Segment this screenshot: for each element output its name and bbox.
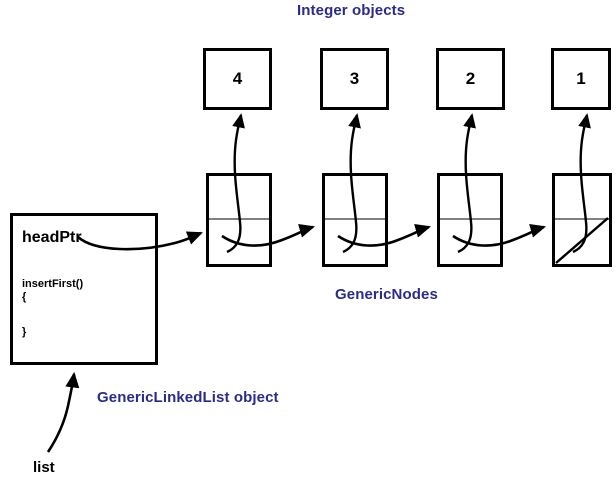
generic-node-box-4 — [552, 173, 612, 267]
generic-linked-list-panel: headPtr insertFirst() { } — [10, 213, 158, 365]
diagram-title-integer-objects: Integer objects — [297, 2, 406, 19]
generic-node-divider-3 — [440, 218, 500, 220]
integer-object-box-1: 4 — [203, 48, 272, 110]
generic-node-divider-2 — [325, 218, 385, 220]
integer-object-value-4: 1 — [576, 69, 586, 88]
caption-list-variable: list — [33, 459, 55, 476]
integer-object-value-1: 4 — [232, 69, 243, 88]
method-close-brace: } — [22, 326, 27, 338]
arrow-list-variable-to-panel — [46, 371, 80, 453]
integer-object-value-3: 2 — [465, 69, 476, 88]
caption-generic-linked-list-object: GenericLinkedList object — [97, 389, 279, 406]
caption-generic-nodes: GenericNodes — [335, 286, 438, 303]
method-open-brace: { — [22, 291, 27, 303]
generic-node-box-2 — [322, 173, 388, 267]
generic-node-box-1 — [206, 173, 272, 267]
head-pointer-label: headPtr — [22, 229, 82, 246]
integer-object-value-2: 3 — [349, 69, 360, 88]
integer-object-box-4: 1 — [551, 48, 611, 110]
integer-object-box-2: 3 — [320, 48, 389, 110]
generic-node-divider-1 — [209, 218, 269, 220]
integer-object-box-3: 2 — [436, 48, 505, 110]
generic-node-divider-4 — [555, 218, 609, 220]
generic-node-box-3 — [437, 173, 503, 267]
insert-first-method-label: insertFirst() — [22, 278, 84, 290]
